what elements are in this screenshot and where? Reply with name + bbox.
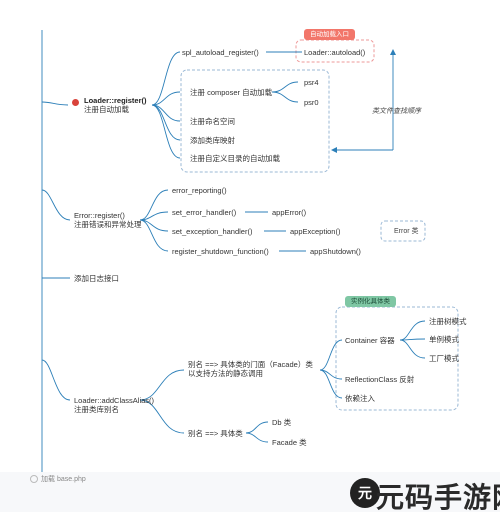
mindmap-paper bbox=[0, 0, 500, 472]
error-handler-1[interactable]: appError() bbox=[272, 208, 307, 217]
namespace-node[interactable]: 注册命名空间 bbox=[190, 117, 235, 126]
footer-node-icon bbox=[30, 475, 38, 483]
footer-label[interactable]: 加载 base.php bbox=[41, 476, 86, 483]
error-item-0[interactable]: error_reporting() bbox=[172, 186, 227, 195]
error-title[interactable]: Error::register() bbox=[74, 211, 125, 220]
entry-box bbox=[295, 39, 375, 63]
reflection-node[interactable]: ReflectionClass 反射 bbox=[345, 375, 415, 384]
spl-autoload-register[interactable]: spl_autoload_register() bbox=[182, 48, 259, 57]
container-node[interactable]: Container 容器 bbox=[345, 336, 395, 345]
error-subtitle: 注册错误和异常处理 bbox=[74, 220, 142, 229]
classmap-node[interactable]: 添加类库映射 bbox=[190, 136, 235, 145]
container-item-1[interactable]: 单例模式 bbox=[429, 335, 459, 344]
error-item-2[interactable]: set_exception_handler() bbox=[172, 227, 253, 236]
error-handler-2[interactable]: appException() bbox=[290, 227, 341, 236]
container-item-2[interactable]: 工厂模式 bbox=[429, 354, 459, 363]
log-node[interactable]: 添加日志接口 bbox=[74, 274, 119, 283]
error-item-3[interactable]: register_shutdown_function() bbox=[172, 247, 269, 256]
psr0-node[interactable]: psr0 bbox=[304, 98, 319, 107]
loader-autoload[interactable]: Loader::autoload() bbox=[304, 48, 366, 57]
container-item-0[interactable]: 注册树模式 bbox=[429, 317, 467, 326]
concrete-item-1[interactable]: Facade 类 bbox=[272, 438, 307, 447]
instance-tag: 实例化具体类 bbox=[345, 296, 396, 307]
facade-line-2: 以支持方法的静态调用 bbox=[188, 369, 263, 378]
root-title[interactable]: Loader::register() bbox=[84, 96, 147, 105]
root-marker-icon bbox=[72, 99, 79, 106]
alias-title[interactable]: Loader::addClassAlias() bbox=[74, 396, 155, 405]
di-node[interactable]: 依赖注入 bbox=[345, 394, 375, 403]
lookup-note: 类文件查找顺序 bbox=[372, 108, 421, 115]
link-alias bbox=[41, 359, 71, 401]
facade-line-1[interactable]: 别名 ==> 具体类的门面（Facade）类 bbox=[188, 360, 313, 369]
watermark-text: 元码手游网 bbox=[376, 482, 500, 513]
instance-box bbox=[335, 306, 459, 411]
error-class-box bbox=[380, 220, 426, 242]
composer-autoload[interactable]: 注册 composer 自动加载 bbox=[190, 88, 273, 97]
alias-subtitle: 注册类库别名 bbox=[74, 405, 119, 414]
entry-tag: 自动加载入口 bbox=[304, 29, 355, 40]
concrete-item-0[interactable]: Db 类 bbox=[272, 418, 292, 427]
psr4-node[interactable]: psr4 bbox=[304, 78, 319, 87]
link-root bbox=[41, 101, 69, 106]
autoload-steps-box bbox=[180, 69, 330, 173]
concrete-node[interactable]: 别名 ==> 具体类 bbox=[188, 429, 243, 438]
link-spl bbox=[151, 51, 181, 106]
error-class-note: Error 类 bbox=[394, 228, 419, 235]
error-handler-3[interactable]: appShutdown() bbox=[310, 247, 361, 256]
root-subtitle: 注册自动加载 bbox=[84, 105, 129, 114]
custom-dir-node[interactable]: 注册自定义目录的自动加载 bbox=[190, 154, 280, 163]
watermark-logo-icon: 元 bbox=[350, 478, 380, 508]
link-error bbox=[41, 189, 71, 221]
error-item-1[interactable]: set_error_handler() bbox=[172, 208, 237, 217]
